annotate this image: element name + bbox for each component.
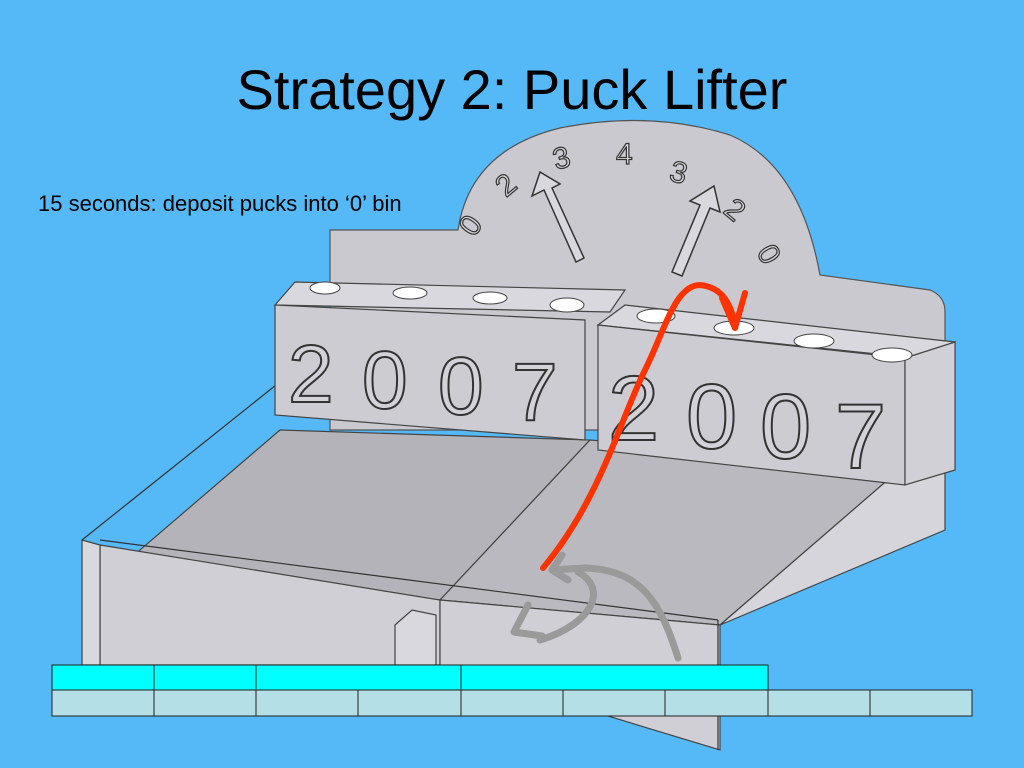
year-digit: 0 xyxy=(686,366,737,468)
left-bin-box xyxy=(273,281,627,441)
year-digit: 7 xyxy=(512,347,558,438)
timeline-top-cell xyxy=(153,664,257,691)
timeline-bottom-cell xyxy=(767,689,871,717)
slide-title: Strategy 2: Puck Lifter xyxy=(236,58,788,121)
year-digit: 0 xyxy=(362,335,408,426)
dial-number: 4 xyxy=(616,138,633,171)
timeline-bottom-cell xyxy=(153,689,257,717)
timeline-top-cell xyxy=(460,664,769,691)
timeline-bottom-cell xyxy=(357,689,462,717)
right-year-digits: 2 0 0 7 xyxy=(607,357,887,489)
timeline-bottom-cell xyxy=(51,689,155,717)
return-arrow-icon xyxy=(510,568,597,644)
center-divider xyxy=(394,609,437,666)
puck-path-arrow xyxy=(540,281,738,571)
right-bin-box xyxy=(596,304,957,486)
frame-edge-top xyxy=(99,539,719,621)
return-arrow-icon xyxy=(548,551,682,662)
year-digit: 0 xyxy=(760,376,811,478)
timeline-bottom-cell xyxy=(255,689,359,717)
year-digit: 0 xyxy=(438,341,484,432)
timeline-bottom-cell xyxy=(562,689,666,717)
year-digit: 2 xyxy=(288,329,334,420)
year-digit: 7 xyxy=(835,386,886,488)
timeline-top-cell xyxy=(51,664,155,691)
timeline-bottom-cell xyxy=(664,689,769,717)
timeline-bottom-cell xyxy=(460,689,564,717)
slide-subtitle: 15 seconds: deposit pucks into ‘0’ bin xyxy=(38,191,402,216)
frame-edge-left xyxy=(81,384,277,541)
puck-path-arrowhead-icon xyxy=(719,290,748,331)
left-year-digits: 2 0 0 7 xyxy=(287,328,559,439)
dial-pointer-icon xyxy=(530,170,722,277)
timeline-top-cell xyxy=(255,664,462,691)
timeline-bottom-cell xyxy=(869,689,973,717)
